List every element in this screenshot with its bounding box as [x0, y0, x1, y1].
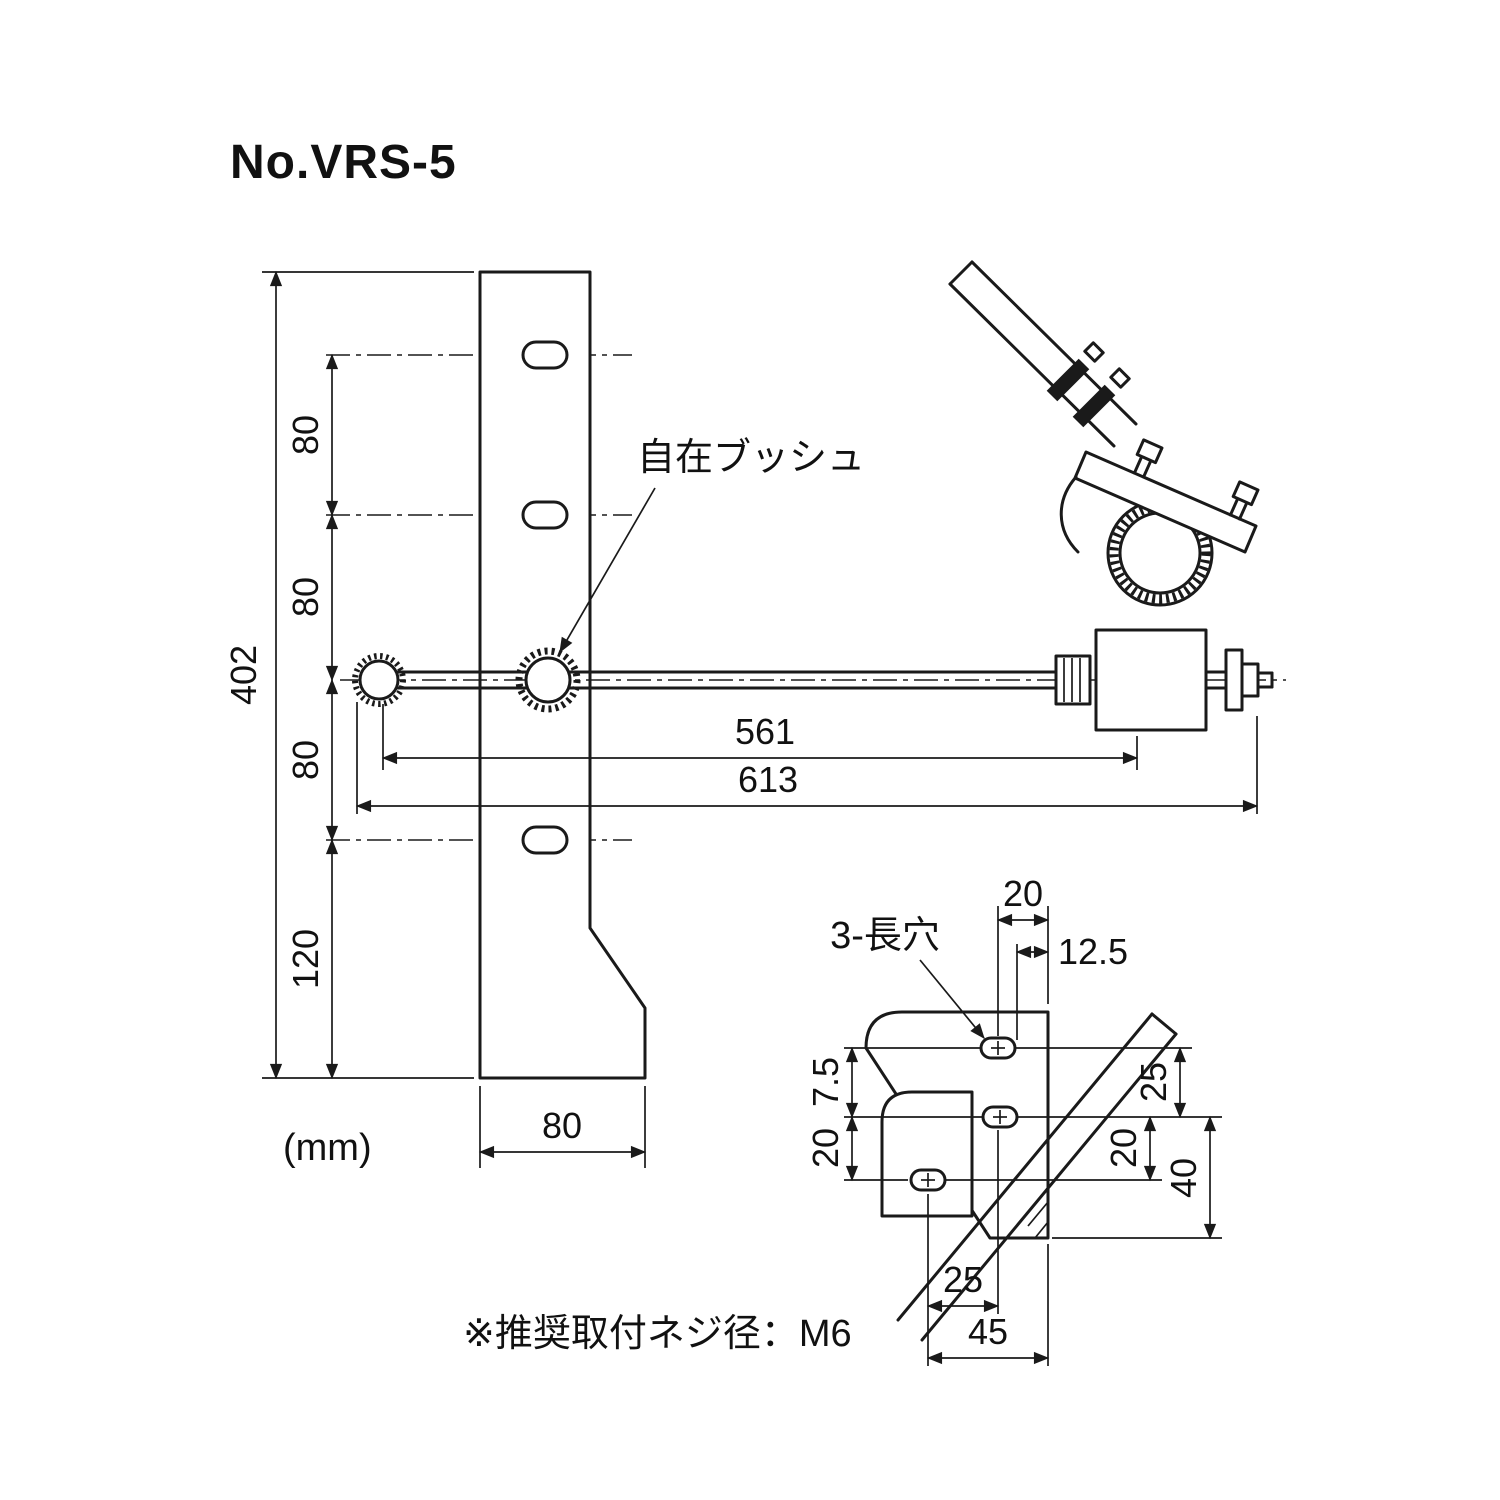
mounting-screw-note: ※推奨取付ネジ径：M6	[463, 1313, 852, 1355]
page-title: No.VRS-5	[230, 136, 457, 189]
dim-top-offset-half: 12.5	[1058, 931, 1128, 972]
rod-end-bolt	[1204, 648, 1274, 712]
dim-rod-inner: 561	[735, 711, 795, 752]
mount-rod	[340, 628, 1286, 732]
bushing-leader-line	[559, 487, 656, 654]
connector-stud	[1109, 367, 1131, 389]
knurled-nut	[1054, 654, 1092, 706]
bushing-label: 自在ブッシュ	[637, 437, 865, 479]
clamp-bolt	[1132, 438, 1164, 479]
dim-top-offset: 20	[1003, 873, 1043, 914]
clamp-bolt	[1228, 480, 1260, 521]
dim-bottom-offset-1: 25	[943, 1259, 983, 1300]
dim-base-width: 80	[542, 1105, 582, 1146]
slot-hole	[521, 340, 569, 370]
detail-slot-hole	[979, 1036, 1017, 1060]
dim-right-offset-1: 25	[1133, 1062, 1174, 1102]
detail-plate-side	[880, 1090, 974, 1218]
pipe-connector-band	[1072, 384, 1116, 428]
slot-leader-line	[919, 959, 985, 1039]
detail-slot-hole	[981, 1105, 1019, 1129]
detail-dimensions: 20 12.5 7.5 20 25 20 40 25 45	[805, 873, 1222, 1366]
slot-count-label: 3-長穴	[830, 915, 940, 957]
dim-bottom-offset: 120	[285, 929, 326, 989]
slot-hole	[521, 500, 569, 530]
main-dimensions: 402 80 80 80 120 80 561 613	[223, 270, 1259, 1168]
damper-coil	[1094, 628, 1208, 732]
pipe-connector-band	[1046, 358, 1090, 402]
dim-pitch-1: 80	[285, 415, 326, 455]
connector-stud	[1083, 341, 1105, 363]
detail-pipe	[920, 1032, 1178, 1342]
clamp-assembly	[948, 260, 1260, 607]
unit-label: (mm)	[283, 1127, 372, 1169]
dim-left-offset-1: 7.5	[805, 1057, 846, 1107]
dim-left-offset-2: 20	[805, 1128, 846, 1168]
dim-pitch-3: 80	[285, 740, 326, 780]
dim-bottom-total: 45	[968, 1311, 1008, 1352]
dim-rod-overall: 613	[738, 759, 798, 800]
dim-pitch-2: 80	[285, 577, 326, 617]
dim-total-height: 402	[223, 645, 264, 705]
bracket-detail-view	[864, 1010, 1178, 1342]
universal-bushing	[515, 647, 581, 713]
detail-pipe	[896, 1012, 1154, 1322]
dim-right-offset-2: 20	[1103, 1128, 1144, 1168]
slot-hole	[521, 825, 569, 855]
dim-right-total: 40	[1163, 1158, 1204, 1198]
clamp-plate	[1073, 450, 1258, 554]
knurled-knob	[352, 653, 406, 707]
detail-slot-hole	[909, 1168, 947, 1192]
